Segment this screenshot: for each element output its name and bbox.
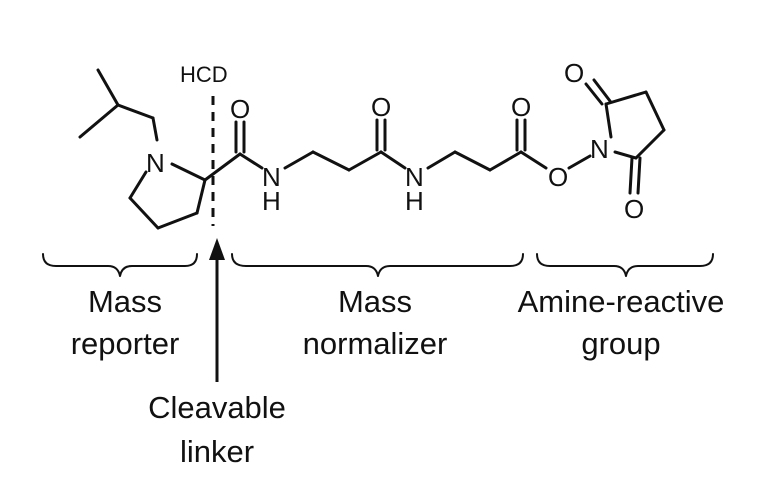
chain-segment-2	[426, 118, 548, 172]
chain-segment-1	[283, 118, 407, 172]
cleavable-linker-label-line2: linker	[180, 434, 254, 469]
ring-nitrogen-atom: N	[146, 148, 165, 178]
mass-normalizer-brace	[231, 253, 524, 277]
amine-reactive-label-line1: Amine-reactive	[518, 284, 725, 319]
amine-reactive-brace	[536, 253, 714, 277]
ester-link-oxygen: O	[548, 162, 568, 192]
amide-hydrogen-1: H	[262, 186, 281, 216]
succinimide-bottom-oxygen: O	[624, 194, 644, 224]
o-n-bond	[567, 154, 592, 170]
amine-reactive-label-line2: group	[581, 326, 660, 361]
isobutyl-group	[78, 68, 159, 142]
cleavable-linker-arrowhead	[209, 238, 225, 260]
ester-carbonyl-oxygen: O	[511, 92, 531, 122]
succinimide-top-oxygen: O	[564, 58, 584, 88]
amide-nitrogen-1: N	[262, 162, 281, 192]
cleavable-linker-label-line1: Cleavable	[148, 390, 286, 425]
amide-hydrogen-2: H	[405, 186, 424, 216]
mass-normalizer-label-line1: Mass	[338, 284, 412, 319]
mass-reporter-label-line1: Mass	[88, 284, 162, 319]
succinimide-nitrogen: N	[590, 134, 609, 164]
pyrrolidine-ring	[128, 162, 207, 230]
amide-carbonyl-1	[203, 120, 264, 182]
succinimide-ring	[584, 78, 666, 195]
hcd-label: HCD	[180, 62, 228, 87]
mass-reporter-label-line2: reporter	[71, 326, 180, 361]
amide-oxygen-1: O	[230, 94, 250, 124]
amide-oxygen-2: O	[371, 92, 391, 122]
mass-normalizer-label-line2: normalizer	[303, 326, 448, 361]
amide-nitrogen-2: N	[405, 162, 424, 192]
mass-reporter-brace	[42, 253, 198, 277]
